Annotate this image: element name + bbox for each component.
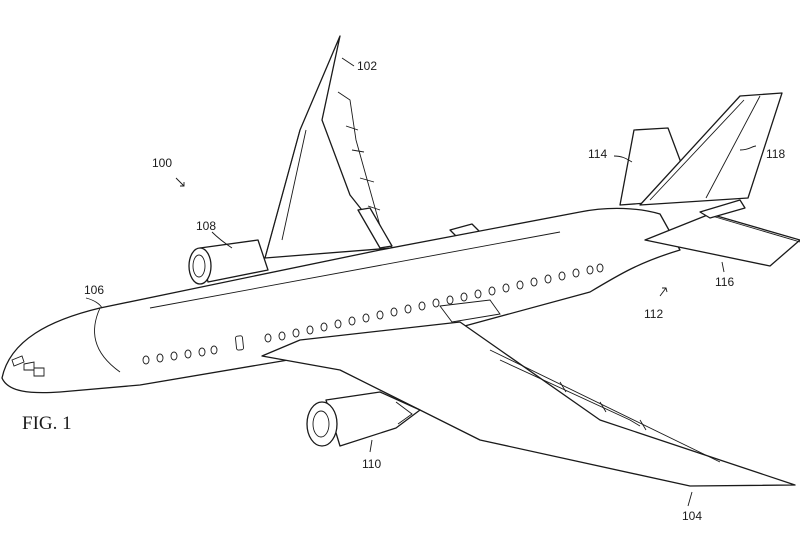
fuselage <box>1 207 681 394</box>
cockpit-windows <box>11 355 45 377</box>
leader-lines <box>85 57 757 507</box>
upper-engine <box>188 239 269 285</box>
lower-engine <box>306 391 421 447</box>
label-116: 116 <box>715 275 734 289</box>
figure-caption: FIG. 1 <box>22 413 72 434</box>
label-102: 102 <box>357 59 377 73</box>
label-114: 114 <box>588 147 607 161</box>
label-106: 106 <box>84 283 104 297</box>
upper-wing <box>264 35 393 259</box>
label-108: 108 <box>196 219 216 233</box>
label-118: 118 <box>766 147 785 161</box>
label-100: 100 <box>152 156 172 170</box>
vertical-stabilizer <box>619 92 783 206</box>
label-104: 104 <box>682 509 702 523</box>
lower-wing <box>261 299 796 487</box>
horizontal-stabilizer <box>644 199 800 267</box>
label-110: 110 <box>362 457 381 471</box>
label-112: 112 <box>644 307 663 321</box>
cabin-windows <box>142 263 604 365</box>
